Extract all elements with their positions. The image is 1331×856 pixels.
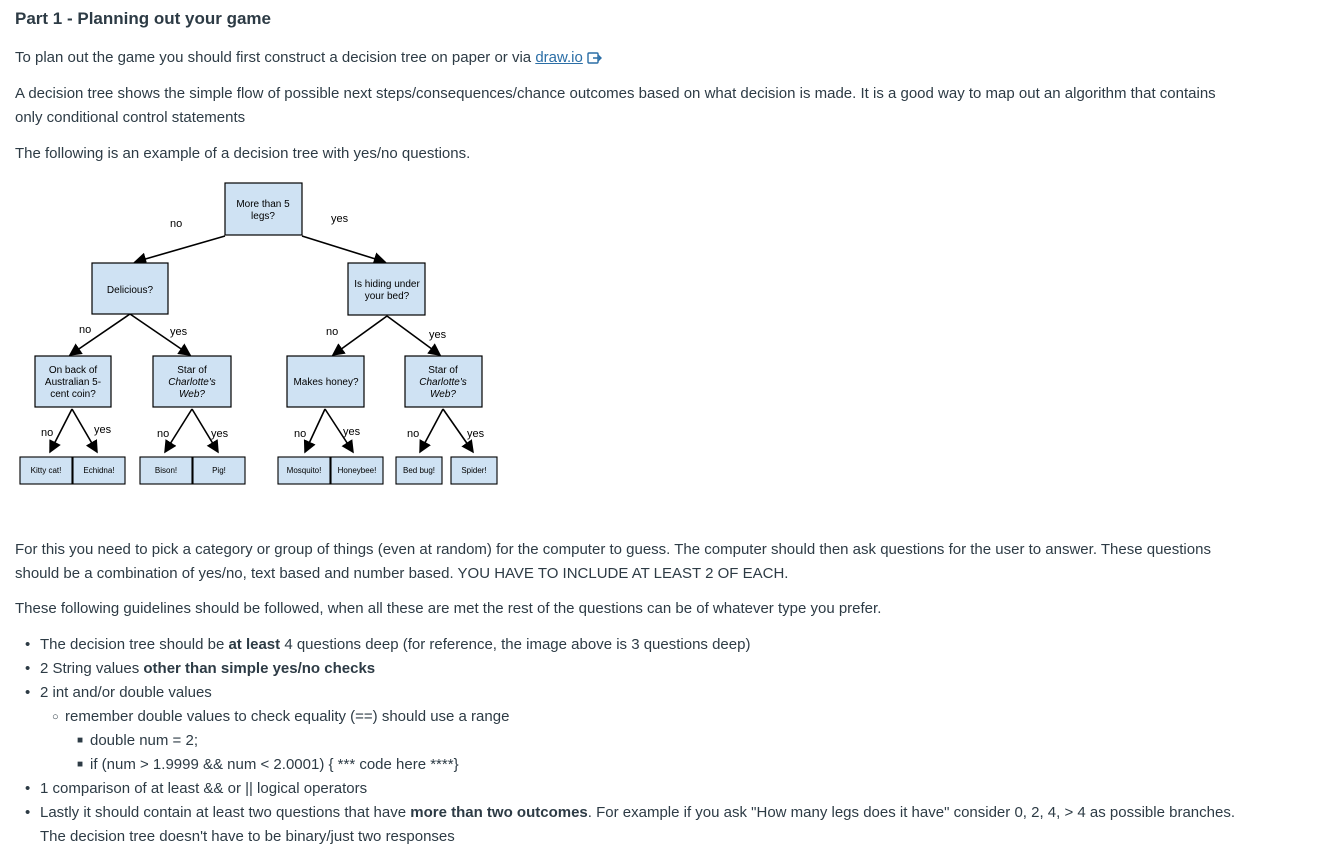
edge-label-no: no [41, 427, 53, 439]
node-root: More than 5 legs? [224, 182, 303, 236]
svg-text:On back of: On back of [49, 365, 98, 376]
edge-label-no: no [326, 326, 338, 338]
bullet-icon: • [25, 636, 31, 653]
edge-label-yes: yes [94, 424, 112, 436]
guidelines-paragraph: These following guidelines should be fol… [15, 600, 882, 617]
intro-paragraph: To plan out the game you should first co… [15, 46, 602, 72]
sublist-double: ○remember double values to check equalit… [15, 705, 1315, 729]
svg-text:Web?: Web? [430, 389, 456, 400]
list-item: •The decision tree should be at least 4 … [15, 633, 1315, 657]
list-item: ■double num = 2; [15, 729, 1315, 753]
edge-label-no: no [170, 218, 182, 230]
node-star-2: Star of Charlotte's Web? [404, 355, 483, 408]
edge-label-yes: yes [429, 329, 447, 341]
svg-text:Star of: Star of [428, 365, 458, 376]
leaf-spider: Spider! [461, 466, 486, 475]
bullet-icon: • [25, 684, 31, 701]
leaf-bison: Bison! [155, 466, 177, 475]
hollow-bullet-icon: ○ [52, 711, 59, 723]
svg-text:Star of: Star of [177, 365, 207, 376]
svg-text:your bed?: your bed? [365, 291, 410, 302]
guidelines-list-continued: •1 comparison of at least && or || logic… [15, 777, 1325, 849]
decision-tree-diagram: More than 5 legs? Delicious? Is hiding u… [19, 182, 498, 485]
edge-label-no: no [157, 428, 169, 440]
node-honey: Makes honey? [286, 355, 365, 408]
page-heading: Part 1 - Planning out your game [15, 9, 271, 28]
list-item: •1 comparison of at least && or || logic… [15, 777, 1325, 801]
leaf-kitty-cat: Kitty cat! [31, 466, 62, 475]
svg-text:Charlotte's: Charlotte's [168, 377, 216, 388]
edge-label-yes: yes [467, 428, 485, 440]
svg-text:cent coin?: cent coin? [50, 389, 96, 400]
category-line-2: should be a combination of yes/no, text … [15, 565, 789, 582]
list-item: •Lastly it should contain at least two q… [15, 801, 1325, 849]
category-line-1: For this you need to pick a category or … [15, 541, 1211, 558]
edge-label-no: no [294, 428, 306, 440]
node-hiding: Is hiding under your bed? [347, 262, 426, 316]
decision-tree-line-2: only conditional control statements [15, 109, 246, 126]
node-star-1: Star of Charlotte's Web? [152, 355, 232, 408]
bullet-icon: • [25, 660, 31, 677]
intro-text: To plan out the game you should first co… [15, 49, 536, 66]
svg-text:Makes honey?: Makes honey? [293, 377, 358, 388]
svg-text:Australian 5-: Australian 5- [45, 377, 101, 388]
decision-tree-paragraph: A decision tree shows the simple flow of… [15, 82, 1216, 130]
square-bullet-icon: ■ [77, 759, 84, 770]
guidelines-list: •The decision tree should be at least 4 … [15, 633, 1315, 705]
svg-text:Is hiding under: Is hiding under [354, 279, 420, 290]
list-item: ○remember double values to check equalit… [15, 705, 1315, 729]
drawio-link[interactable]: draw.io [535, 49, 583, 66]
leaf-mosquito: Mosquito! [287, 466, 322, 475]
leaf-echidna: Echidna! [83, 466, 114, 475]
sublist-code: ■double num = 2; ■if (num > 1.9999 && nu… [15, 729, 1315, 777]
leaf-nodes: Kitty cat! Echidna! Bison! Pig! Mosquito… [19, 456, 498, 485]
leaf-honeybee: Honeybee! [338, 466, 377, 475]
edge-label-yes: yes [170, 326, 188, 338]
svg-text:Charlotte's: Charlotte's [419, 377, 467, 388]
edge-label-no: no [79, 324, 91, 336]
bullet-icon: • [25, 780, 31, 797]
svg-text:More than 5: More than 5 [236, 199, 290, 210]
bullet-icon: • [25, 804, 31, 821]
square-bullet-icon: ■ [77, 735, 84, 746]
node-australian: On back of Australian 5- cent coin? [34, 355, 112, 408]
example-paragraph: The following is an example of a decisio… [15, 145, 471, 162]
edge-labels: no yes no yes no yes no yes no yes no ye… [41, 213, 485, 440]
category-paragraph: For this you need to pick a category or … [15, 538, 1211, 586]
node-delicious: Delicious? [91, 262, 169, 315]
edge-label-yes: yes [343, 426, 361, 438]
list-item: •2 String values other than simple yes/n… [15, 657, 1315, 681]
svg-text:Delicious?: Delicious? [107, 285, 154, 296]
edge-label-yes: yes [331, 213, 349, 225]
external-link-icon[interactable] [587, 48, 602, 72]
svg-text:legs?: legs? [251, 211, 275, 222]
leaf-bed-bug: Bed bug! [403, 466, 435, 475]
edge-label-no: no [407, 428, 419, 440]
list-item: •2 int and/or double values [15, 681, 1315, 705]
list-item: ■if (num > 1.9999 && num < 2.0001) { ***… [15, 753, 1315, 777]
leaf-pig: Pig! [212, 466, 226, 475]
edge-label-yes: yes [211, 428, 229, 440]
decision-tree-line-1: A decision tree shows the simple flow of… [15, 85, 1216, 102]
svg-text:Web?: Web? [179, 389, 205, 400]
